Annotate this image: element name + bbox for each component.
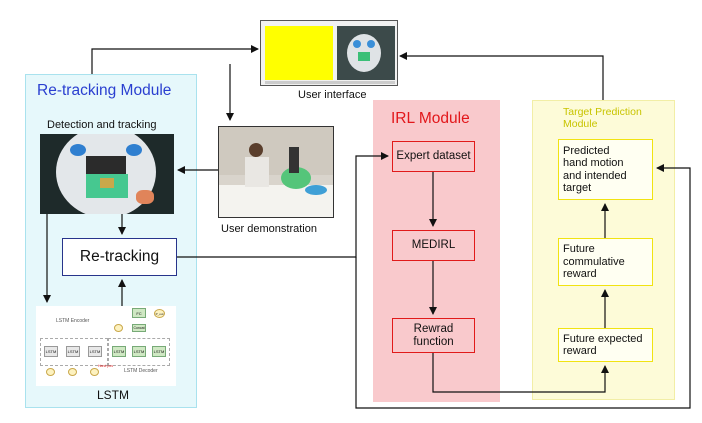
arrow-feedback-loop — [355, 164, 691, 409]
lstm-hand-pos-label: Hand pos — [98, 364, 113, 368]
lstm-input-node — [114, 324, 123, 332]
lstm-encoder-label: LSTM Encoder — [56, 318, 90, 324]
lstm-cell: LSTM — [88, 346, 102, 357]
retracking-box: Re-tracking — [62, 238, 177, 276]
expert-dataset-box: Expert dataset — [392, 141, 475, 172]
retracking-module-title: Re-tracking Module — [37, 82, 172, 99]
lstm-decoder-region — [108, 338, 170, 366]
medirl-box: MEDIRL — [392, 230, 475, 261]
lstm-fc-block: FC — [132, 308, 146, 318]
lstm-label: LSTM — [97, 388, 130, 402]
user-interface-image — [260, 20, 398, 86]
lstm-diagram: LSTM Encoder LSTM Decoder LSTM LSTM LSTM… — [36, 306, 176, 386]
detection-tracking-label: Detection and tracking — [47, 119, 157, 131]
lstm-cell: LSTM — [152, 346, 166, 357]
arrow-retracking-to-ui — [91, 45, 259, 74]
user-demonstration-label: User demonstration — [221, 223, 317, 235]
lstm-decoder-label: LSTM Decoder — [124, 368, 158, 374]
lstm-input-node — [90, 368, 99, 376]
lstm-concat-block: Concat — [132, 324, 146, 332]
lstm-cell: LSTM — [66, 346, 80, 357]
arrow-target-to-ui — [399, 52, 604, 100]
reward-function-box: Rewrad function — [392, 318, 475, 353]
user-interface-label: User interface — [298, 89, 367, 101]
lstm-input-node — [68, 368, 77, 376]
detection-tracking-image — [40, 134, 174, 214]
lstm-input-node — [46, 368, 55, 376]
irl-module-title: IRL Module — [391, 110, 470, 127]
lstm-cell: LSTM — [44, 346, 58, 357]
arrow-retracking-to-expert — [177, 152, 389, 258]
lstm-cell: LSTM — [132, 346, 146, 357]
future-expected-reward-box: Future expected reward — [558, 328, 653, 362]
lstm-encoder-region — [40, 338, 108, 366]
ui-yellow-pane — [265, 26, 333, 80]
future-cumulative-reward-box: Future commulative reward — [558, 238, 653, 286]
ui-camera-pane — [337, 26, 395, 80]
target-prediction-module-title: Target Prediction Module — [563, 106, 642, 130]
arrow-reward-to-expected — [432, 353, 609, 393]
predicted-motion-box: Predicted hand motion and intended targe… — [558, 139, 653, 200]
lstm-cell: LSTM — [112, 346, 126, 357]
lstm-output-node: P_out — [154, 309, 165, 318]
user-demonstration-image — [218, 126, 334, 218]
